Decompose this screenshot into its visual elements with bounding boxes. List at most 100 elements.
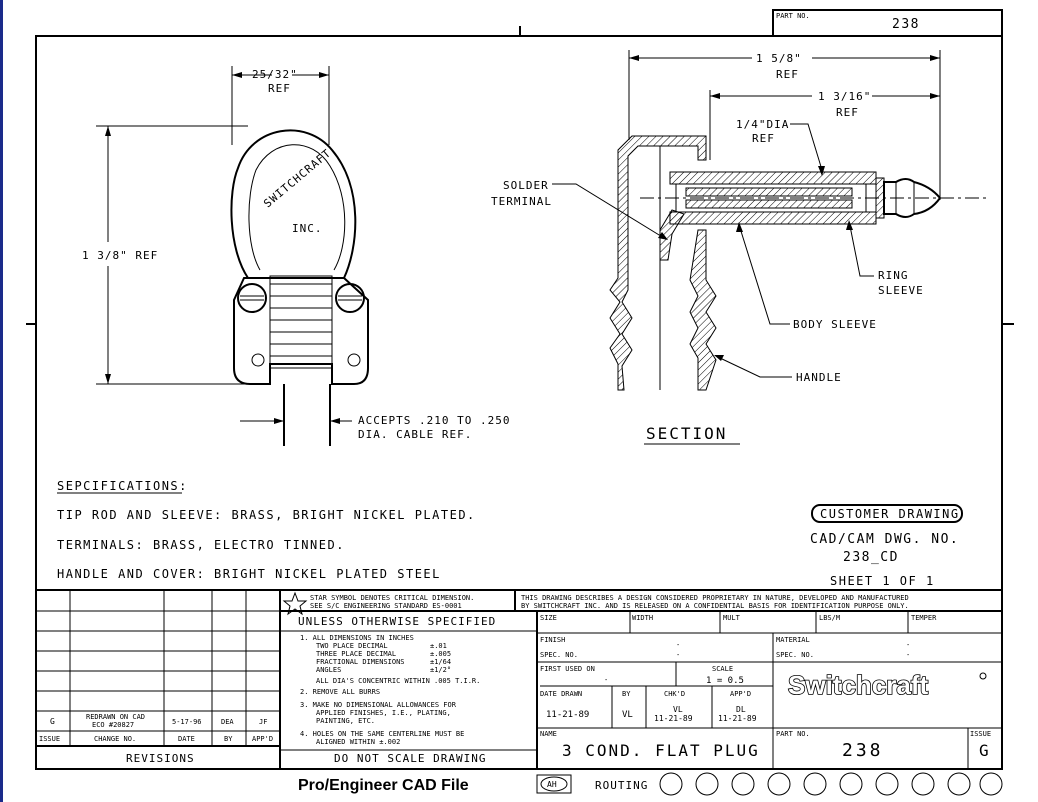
- routing-circle[interactable]: [803, 772, 827, 796]
- proprietary-1: THIS DRAWING DESCRIBES A DESIGN CONSIDER…: [521, 594, 909, 602]
- dim-width-top-ref: REF: [268, 82, 291, 95]
- tb-lbs: LBS/M: [819, 614, 840, 622]
- rev-h-by: BY: [224, 735, 233, 743]
- tb-appd: APP'D: [730, 690, 751, 698]
- spec-line-1: TIP ROD AND SLEEVE: BRASS, BRIGHT NICKEL…: [57, 508, 476, 522]
- sheet-number: SHEET 1 OF 1: [830, 574, 935, 588]
- footer: Pro/Engineer CAD File AH ROUTING: [298, 772, 1003, 796]
- routing-circle[interactable]: [695, 772, 719, 796]
- tb-temper: TEMPER: [911, 614, 937, 622]
- tb-material: MATERIAL: [776, 636, 810, 644]
- tb-first-used-dash: -: [604, 676, 608, 684]
- note-1: 1. ALL DIMENSIONS IN INCHES: [300, 634, 414, 642]
- callout-sleeve: SLEEVE: [878, 284, 924, 297]
- plug-front-view: 25/32" REF 1 3/8" REF: [82, 66, 509, 446]
- part-number-box: PART NO. 238: [772, 9, 1003, 37]
- tb-name: NAME: [540, 730, 557, 738]
- dim-overall: 1 5/8": [756, 52, 802, 65]
- tb-by: BY: [622, 690, 631, 698]
- approval-stamp: AH: [547, 780, 557, 789]
- customer-drawing-block: CUSTOMER DRAWING CAD/CAM DWG. NO. 238_CD…: [810, 504, 963, 588]
- tb-width: WIDTH: [632, 614, 653, 622]
- switchcraft-logo: Switchcraft: [788, 670, 928, 700]
- note-3a: 3. MAKE NO DIMENSIONAL ALLOWANCES FOR: [300, 701, 457, 709]
- cad-label: CAD/CAM DWG. NO.: [810, 532, 959, 547]
- rev-change-2: ECO #20827: [92, 721, 134, 729]
- tb-spec-no: SPEC. NO.: [540, 651, 578, 659]
- do-not-scale: DO NOT SCALE DRAWING: [334, 752, 486, 765]
- tb-name-v: 3 COND. FLAT PLUG: [562, 741, 760, 760]
- routing-label: ROUTING: [595, 779, 648, 792]
- star-note-1: STAR SYMBOL DENOTES CRITICAL DIMENSION.: [310, 594, 474, 602]
- section-label: SECTION: [646, 424, 727, 443]
- tb-by-v: VL: [622, 710, 633, 720]
- note-1c: FRACTIONAL DIMENSIONS: [316, 658, 405, 666]
- drawing-frame: [35, 35, 1003, 770]
- star-note-2: SEE S/C ENGINEERING STANDARD ES-0001: [310, 602, 462, 610]
- cad-file-label: Pro/Engineer CAD File: [298, 777, 469, 794]
- note-1b: THREE PLACE DECIMAL: [316, 650, 396, 658]
- tb-issue-v: G: [979, 741, 991, 760]
- note-1d: ANGLES: [316, 666, 341, 674]
- part-box-value: 238: [892, 17, 920, 32]
- rev-h-change: CHANGE NO.: [94, 735, 136, 743]
- note-1e: ALL DIA'S CONCENTRIC WITHIN .005 T.I.R.: [316, 677, 480, 685]
- routing-circle[interactable]: [979, 772, 1003, 796]
- callout-ring: RING: [878, 269, 909, 282]
- routing-circle[interactable]: [767, 772, 791, 796]
- routing-circle[interactable]: [659, 772, 683, 796]
- routing-circle[interactable]: [911, 772, 935, 796]
- revisions-table: G REDRAWN ON CAD ECO #20827 5-17-96 DEA …: [36, 590, 281, 769]
- tb-date-drawn-v: 11-21-89: [546, 710, 589, 720]
- rev-issue: G: [50, 717, 55, 726]
- spec-line-2: TERMINALS: BRASS, ELECTRO TINNED.: [57, 538, 345, 552]
- cad-number: 238_CD: [843, 550, 899, 565]
- note-4a: 4. HOLES ON THE SAME CENTERLINE MUST BE: [300, 730, 464, 738]
- tb-mult: MULT: [723, 614, 741, 622]
- proprietary-2: BY SWITCHCRAFT INC. AND IS RELEASED ON A…: [521, 602, 909, 610]
- tb-appd-v1: DL: [736, 705, 746, 714]
- routing-circle[interactable]: [947, 772, 971, 796]
- tb-finish-dash: -: [676, 641, 680, 649]
- tb-date-drawn: DATE DRAWN: [540, 690, 582, 698]
- routing-circle[interactable]: [839, 772, 863, 796]
- tb-appd-v2: 11-21-89: [718, 714, 757, 723]
- note-3c: PAINTING, ETC.: [316, 717, 375, 725]
- callout-body-sleeve: BODY SLEEVE: [793, 318, 877, 331]
- callout-terminal: TERMINAL: [491, 195, 552, 208]
- unless-specified: UNLESS OTHERWISE SPECIFIED: [298, 615, 496, 628]
- dim-dia: 1/4"DIA: [736, 118, 789, 131]
- note-1a-v: ±.01: [430, 642, 447, 650]
- rev-by: DEA: [221, 718, 234, 726]
- spec-line-3: HANDLE AND COVER: BRIGHT NICKEL PLATED S…: [57, 567, 441, 581]
- dim-height-left: 1 3/8" REF: [82, 249, 158, 262]
- section-view: 1 5/8" REF 1 3/16" REF 1/4"DIA REF SO: [491, 50, 990, 445]
- tb-material-spec-dash: -: [906, 651, 910, 659]
- dim-width-top: 25/32": [252, 68, 298, 81]
- rev-h-issue: ISSUE: [39, 735, 60, 743]
- general-notes: STAR SYMBOL DENOTES CRITICAL DIMENSION. …: [280, 591, 538, 769]
- routing-circle[interactable]: [875, 772, 899, 796]
- tb-part-no-v: 238: [842, 740, 884, 761]
- tb-material-dash: -: [906, 641, 910, 649]
- callout-handle: HANDLE: [796, 371, 842, 384]
- specifications: SEPCIFICATIONS: TIP ROD AND SLEEVE: BRAS…: [57, 479, 476, 581]
- revisions-title: REVISIONS: [126, 752, 195, 765]
- rev-change-1: REDRAWN ON CAD: [86, 713, 145, 721]
- part-box-label: PART NO.: [776, 12, 810, 20]
- rev-date: 5-17-96: [172, 718, 202, 726]
- rev-appd: JF: [259, 718, 267, 726]
- cable-note-2: DIA. CABLE REF.: [358, 428, 472, 441]
- tb-scale: SCALE: [712, 665, 733, 673]
- note-1c-v: ±1/64: [430, 658, 451, 666]
- dim-inner-ref: REF: [836, 106, 859, 119]
- routing-circle[interactable]: [731, 772, 755, 796]
- dim-overall-ref: REF: [776, 68, 799, 81]
- tb-part-no: PART NO.: [776, 730, 810, 738]
- rev-h-date: DATE: [178, 735, 195, 743]
- tb-issue: ISSUE: [970, 730, 991, 738]
- tb-size: SIZE: [540, 614, 557, 622]
- tb-first-used: FIRST USED ON: [540, 665, 595, 673]
- rev-h-appd: APP'D: [252, 735, 273, 743]
